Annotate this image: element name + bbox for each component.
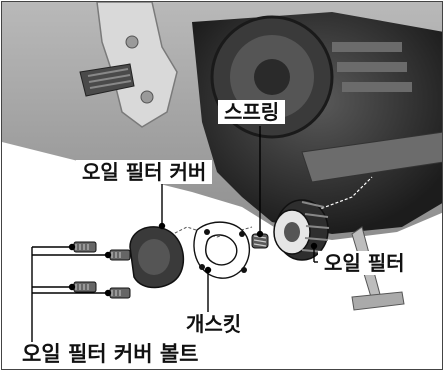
- bracket-bolt-2: [140, 90, 154, 104]
- bolt-1: [73, 241, 97, 253]
- engine-fin-2: [337, 62, 407, 72]
- oil-filter-label: 오일 필터: [318, 251, 411, 275]
- oil-filter-cover-bolt-label: 오일 필터 커버 볼트: [16, 342, 205, 367]
- bolt-3: [73, 281, 97, 293]
- exhaust-pipe: [301, 131, 442, 183]
- leader-lines: [31, 126, 320, 347]
- explode-line-filter: [311, 176, 373, 213]
- crankcase-cover-hub: [254, 59, 290, 95]
- engine-fin-3: [342, 82, 412, 92]
- gasket-hole-3: [199, 264, 205, 270]
- gasket-hole-2: [239, 231, 245, 237]
- bolt-2: [109, 249, 131, 261]
- gasket-hole-1: [204, 229, 210, 235]
- footrest-ridges: [87, 68, 132, 89]
- oil-filter-cover-part: [129, 226, 185, 289]
- spring-part: [251, 233, 269, 249]
- side-stand-foot: [351, 291, 405, 311]
- bolt-4: [109, 287, 131, 299]
- engine-fin-1: [332, 42, 402, 52]
- gasket-label: 개스킷: [180, 312, 248, 336]
- frame-bracket: [96, 2, 178, 128]
- oil-filter-cover-label: 오일 필터 커버: [76, 160, 213, 184]
- bracket-bolt-1: [125, 35, 139, 49]
- spring-label: 스프링: [218, 100, 286, 124]
- gasket-hole-4: [241, 267, 247, 273]
